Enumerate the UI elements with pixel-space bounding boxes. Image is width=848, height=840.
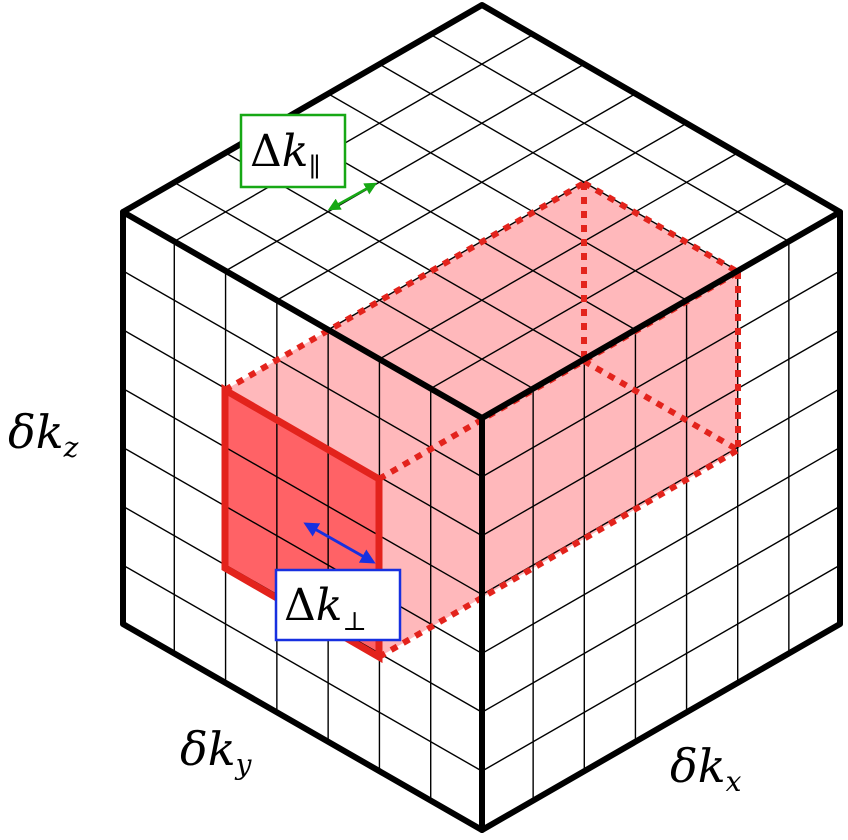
grid-line — [481, 446, 841, 655]
selected-region — [221, 180, 741, 664]
dky-label: δky — [180, 722, 253, 781]
dk-parallel-label: Δk∥ — [250, 126, 320, 183]
region-front-outline — [221, 383, 383, 664]
perpendicular-arrow — [303, 522, 376, 564]
grid-line — [481, 564, 841, 772]
region-hidden-edge — [582, 180, 740, 275]
dk-parallel-box — [239, 113, 347, 189]
grid-line — [173, 33, 534, 243]
parallel-arrow — [327, 182, 378, 211]
grid-line — [225, 63, 585, 272]
cube-outline — [120, 2, 843, 833]
region-back-face — [379, 272, 738, 657]
dkz-label: δkz — [8, 405, 79, 464]
region-top-face — [225, 183, 738, 479]
grid-line — [430, 33, 790, 243]
dk-perp-label: Δk⊥ — [284, 580, 367, 637]
grid-line — [276, 93, 636, 301]
grid-line — [122, 564, 483, 772]
grid-line — [481, 505, 841, 713]
dk-perp-box — [274, 568, 402, 642]
grid-line — [379, 63, 739, 272]
region-hidden-edge — [582, 358, 740, 453]
dkx-label: δkx — [670, 739, 742, 798]
